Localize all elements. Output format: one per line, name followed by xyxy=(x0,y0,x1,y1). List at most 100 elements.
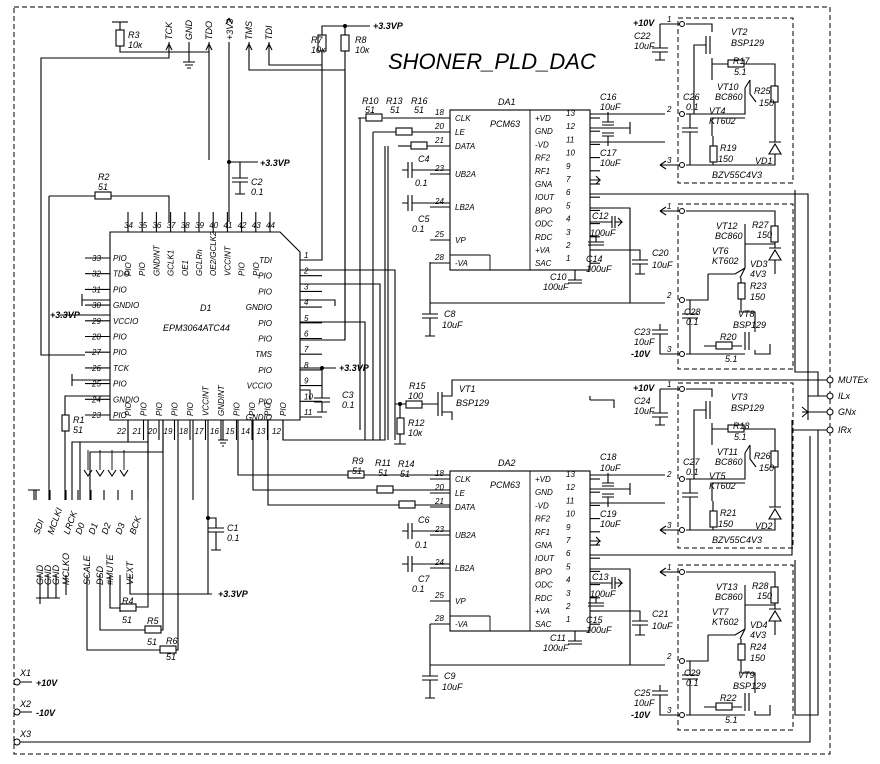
r12-value: 10к xyxy=(408,428,423,438)
cpld-right-pin-label: PIO xyxy=(258,319,272,328)
dac2-right-pin-label: BPO xyxy=(535,567,552,576)
c7-label: C7 xyxy=(418,574,430,584)
cpld-top-pin-label: GCLK1 xyxy=(167,250,176,276)
dac2-right-pin-label: +VD xyxy=(535,475,551,484)
x2-terminal[interactable] xyxy=(13,708,21,716)
cpld-d1: D1 EPM3064ATC44 xyxy=(109,231,301,421)
c17-value: 10uF xyxy=(600,158,621,168)
dac1-right-pin-label: RF1 xyxy=(535,167,550,176)
stage-pin-terminal xyxy=(679,476,685,482)
cpld-bottom-pin-number: 13 xyxy=(257,427,266,436)
cpld-right-pin-number: 3 xyxy=(304,282,309,291)
dac1-right-pin-label: +VA xyxy=(535,246,550,255)
dac1-left-pin-number: 25 xyxy=(434,230,444,239)
cpld-right-pin-label: PIO xyxy=(258,287,272,296)
stage-bjt-mid-type: BC860 xyxy=(715,457,743,467)
cpld-left-pin-number: 29 xyxy=(91,317,101,326)
dac2-right-pin-label: GND xyxy=(535,488,553,497)
cpld-bottom-pin-number: 22 xyxy=(116,427,126,436)
irx-label: IRx xyxy=(838,425,852,435)
jtag-tdi-label: TDI xyxy=(264,25,274,40)
stage-cap-label: C29 xyxy=(684,668,701,678)
dac1-right-pin-label: IOUT xyxy=(535,193,555,202)
capacitor-c12: C12 100uF xyxy=(590,211,624,238)
cpld-right-pin-label: PIO xyxy=(258,335,272,344)
c1-label: C1 xyxy=(227,523,239,533)
dac2-left-pin-label: UB2A xyxy=(455,531,476,540)
stage-resistor-top-label: R27 xyxy=(752,220,770,230)
cpld-top-pin-label: GNDINT xyxy=(152,244,161,276)
cpld-left-pin-label: PIO xyxy=(113,348,127,357)
stage-cap-label: C28 xyxy=(684,307,701,317)
gnx-terminal[interactable] xyxy=(826,408,834,416)
stage-resistor-b-label: R19 xyxy=(720,143,737,153)
stage-wire xyxy=(686,467,782,531)
r11-label: R11 xyxy=(375,458,391,468)
cpld-right-pin-label: GNDIO xyxy=(246,413,272,422)
stage-pin-number: 2 xyxy=(666,105,672,114)
bus-bottom-label: GND xyxy=(35,565,45,586)
vt1-type: BSP129 xyxy=(456,398,489,408)
stage-pin-terminal xyxy=(679,111,685,117)
stage-mosfet xyxy=(686,388,713,479)
x1-terminal[interactable] xyxy=(13,678,21,686)
x3-terminal[interactable] xyxy=(13,738,21,746)
cpld-top-pin-label: PIO xyxy=(238,262,247,276)
cpld-right-pin-number: 9 xyxy=(304,377,309,386)
stage-diode-type: BZV55C4V3 xyxy=(712,535,762,545)
cpld-bottom-pin-number: 21 xyxy=(132,427,142,436)
cpld-bottom-pin-number: 16 xyxy=(210,427,219,436)
dac2-left-pin-number: 28 xyxy=(434,614,444,623)
dac2-right-pin-number: 1 xyxy=(566,615,570,624)
r16-label: R16 xyxy=(411,96,428,106)
stage-wire xyxy=(686,79,757,136)
cpld-left-pin-number: 24 xyxy=(91,395,101,404)
cpld-left-pin-label: VCCIO xyxy=(113,317,138,326)
ilx-label: ILx xyxy=(838,391,851,401)
dac-da2: DA2PCM6318CLK20LE21DATA23UB2A24LB2A25VP2… xyxy=(430,458,600,632)
dac2-left-pin-number: 24 xyxy=(434,558,444,567)
mutex-terminal[interactable] xyxy=(826,376,834,384)
stage-bjt-low-label: VT4 xyxy=(709,106,726,116)
cpld-bottom-pin-label: PIO xyxy=(233,402,242,416)
cpld-right-pin-number: 2 xyxy=(303,267,309,276)
stage-pin-number: 2 xyxy=(666,652,672,661)
stage-bjt-top-type: BC860 xyxy=(715,231,743,241)
stage-cap-value: 0.1 xyxy=(686,317,699,327)
cpld-right-pin-label: GNDIO xyxy=(246,303,272,312)
stage-resistor-a-label: R25 xyxy=(754,86,772,96)
cpld-right-pin-number: 6 xyxy=(304,330,309,339)
stage-resistor-b-value: 150 xyxy=(718,154,733,164)
ilx-terminal[interactable] xyxy=(826,392,834,400)
stage-input-cap xyxy=(652,685,679,716)
dac2-left-pin-number: 25 xyxy=(434,591,444,600)
stage-input-cap-label: C23 xyxy=(634,327,651,337)
irx-terminal[interactable] xyxy=(826,426,834,434)
cpld-bottom-pin-label: PIO xyxy=(155,402,164,416)
cpld-left-pin-label: PIO xyxy=(113,254,127,263)
capacitor-c13: C13 100uF xyxy=(590,572,624,599)
stage-input-cap xyxy=(652,389,668,426)
cpld-left-pin-label: GNDIO xyxy=(113,301,139,310)
c2-label: C2 xyxy=(251,177,263,187)
bus-top-label: SDI xyxy=(31,518,46,536)
cpld-right-pin-label: PIO xyxy=(258,397,272,406)
stage-bjt-low-type: KT602 xyxy=(712,617,739,627)
vt1-label: VT1 xyxy=(459,384,476,394)
stage-bjt-top-label: VT13 xyxy=(716,582,738,592)
dac1-right-pin-number: 2 xyxy=(565,241,571,250)
r14-value: 51 xyxy=(400,469,410,479)
cpld-left-pin-number: 25 xyxy=(91,380,101,389)
cpld-left-pin-number: 28 xyxy=(91,333,101,342)
dac1-right-pin-label: BPO xyxy=(535,206,552,215)
stage-resistor-top-label: R18 xyxy=(733,421,750,431)
c10-label: C10 xyxy=(550,272,567,282)
dac2-right-pin-label: +VA xyxy=(535,607,550,616)
stage-resistor-b-value: 150 xyxy=(750,292,765,302)
resistor-r13: R13 51 xyxy=(386,96,413,136)
cpld-top-pin-number: 38 xyxy=(181,221,190,230)
stage-pin-number: 1 xyxy=(667,380,671,389)
bus-top-label: D1 xyxy=(86,521,99,535)
